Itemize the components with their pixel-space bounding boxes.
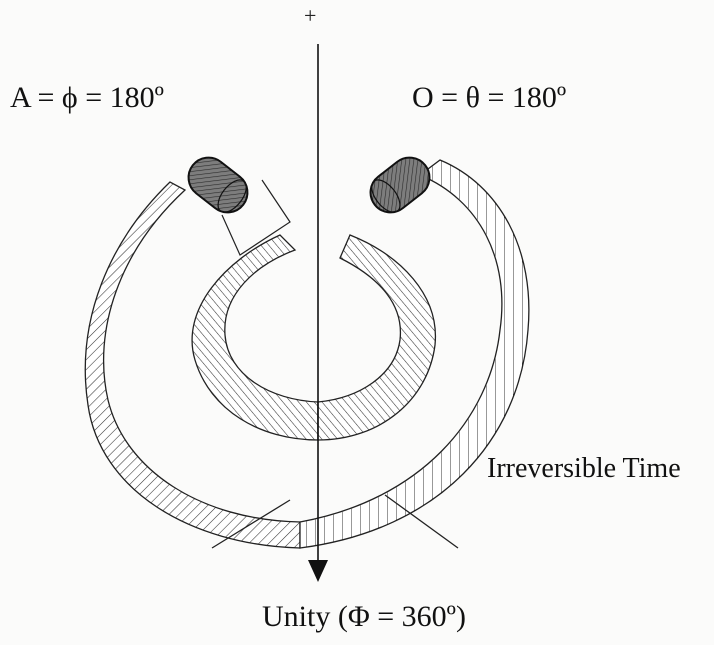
right-cap [369,156,431,214]
axis-arrowhead [308,560,328,582]
inner-band-right [317,234,437,441]
left-cap [187,156,249,214]
right-angle-label: O = θ = 180º [412,81,567,114]
inner-band-left [191,234,319,441]
outer-band-right [299,159,530,549]
left-cap-connector [221,179,291,256]
left-angle-label: A = ϕ = 180º [10,81,164,114]
unity-label: Unity (Φ = 360º) [262,600,466,633]
tangent-line-right [384,494,459,549]
irreversible-time-label: Irreversible Time [487,453,681,484]
axis-plus-marker: + [304,3,317,28]
tangent-line-left [211,499,291,549]
